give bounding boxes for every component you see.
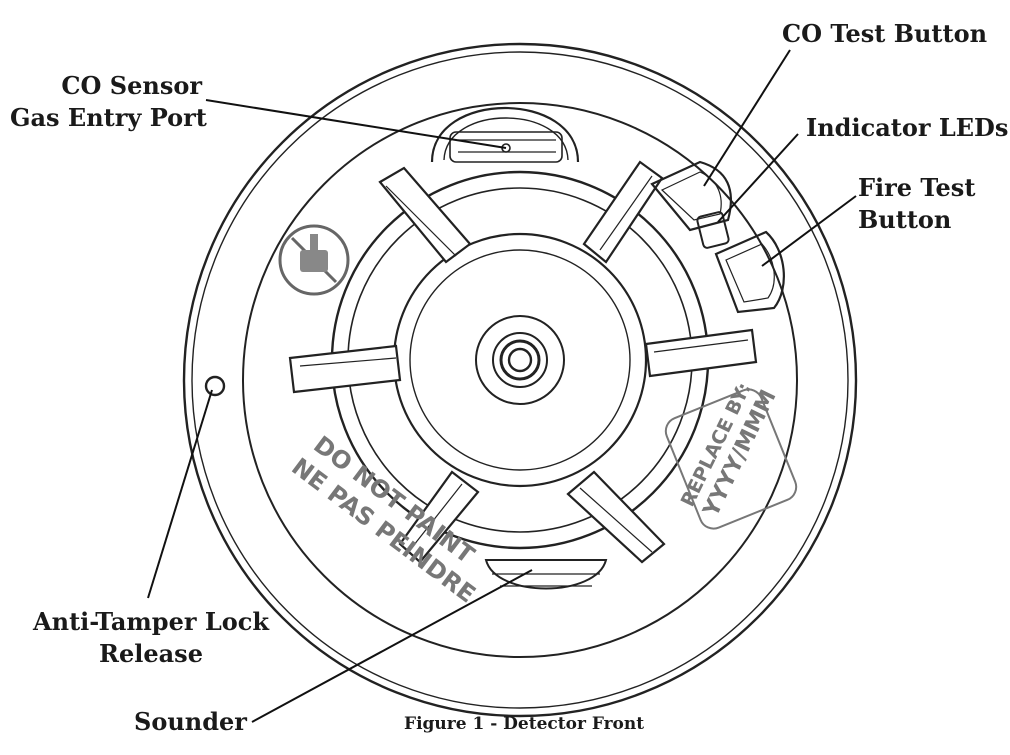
co-sensor-leader — [205, 99, 507, 149]
co-test-button-label: CO Test Button — [782, 19, 988, 48]
fire-test-label-line1: Fire Test — [858, 173, 976, 202]
co-sensor-housing — [430, 106, 580, 163]
figure-caption: Figure 1 - Detector Front — [404, 714, 645, 734]
radial-fins — [288, 160, 758, 564]
outer-ring — [182, 42, 858, 718]
indicator-leds-label: Indicator LEDs — [806, 113, 1009, 142]
indicator-leds-leader — [717, 133, 799, 223]
fire-test-leader — [761, 195, 857, 267]
sounder-leader — [251, 569, 533, 723]
anti-tamper-leader — [147, 389, 213, 599]
replace-by-badge — [664, 388, 798, 530]
face-plate-ring — [242, 102, 798, 658]
co-test-leader — [703, 49, 791, 187]
sounder-grille — [484, 559, 608, 590]
center-boss — [475, 315, 565, 405]
anti-tamper-label-line1: Anti-Tamper Lock — [33, 607, 269, 636]
leader-lines — [147, 49, 857, 723]
sounder-label: Sounder — [134, 707, 247, 736]
outer-ring-inner — [191, 51, 849, 709]
no-paint-icon — [278, 224, 350, 296]
fire-test-label-line2: Button — [858, 205, 952, 234]
anti-tamper-label-line2: Release — [99, 639, 203, 668]
fire-test-button-label: Fire Test Button — [858, 172, 975, 236]
co-sensor-label-line1: CO Sensor — [61, 71, 202, 100]
co-sensor-label-line2: Gas Entry Port — [10, 103, 207, 132]
fire-test-button-shape — [714, 230, 785, 314]
co-test-button-shape — [650, 160, 732, 232]
anti-tamper-label: Anti-Tamper Lock Release — [30, 606, 272, 670]
co-sensor-label: CO Sensor Gas Entry Port — [10, 70, 207, 134]
indicator-leds-shape — [696, 211, 730, 249]
anti-tamper-hole — [204, 375, 226, 397]
